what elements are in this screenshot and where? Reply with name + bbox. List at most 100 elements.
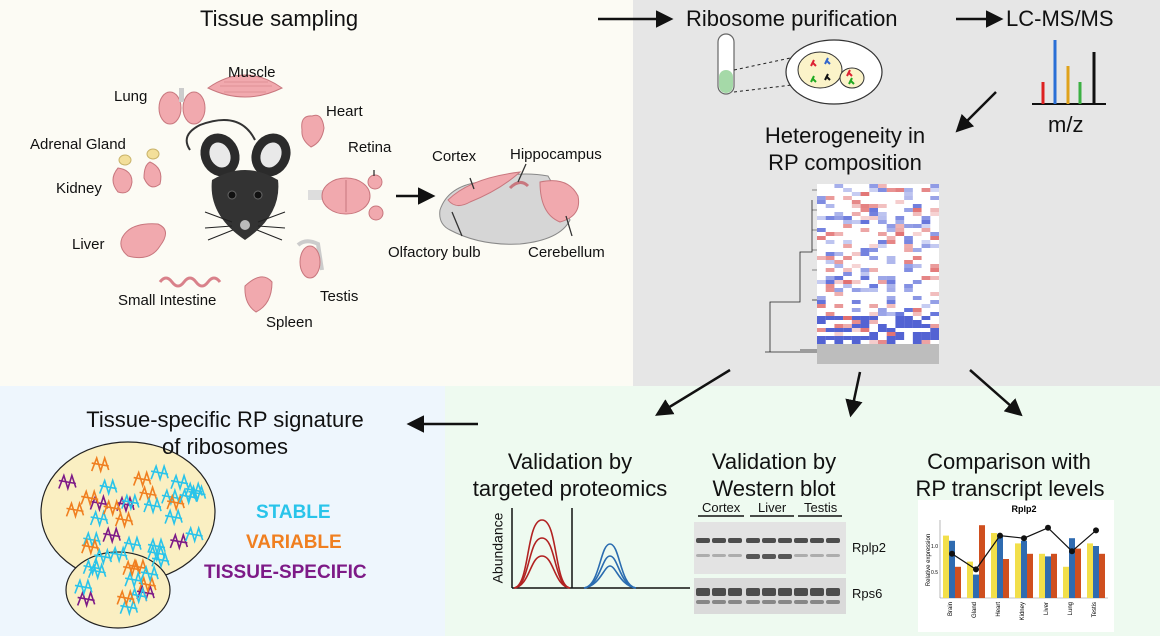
chart-bar [1087,543,1093,598]
chart-xtick: Heart [996,602,1002,617]
heart-organ [301,114,325,148]
label-hippocampus: Hippocampus [510,146,602,163]
chart-ytick: 1.0 [931,544,938,550]
chart-bar [955,566,961,598]
mz-label: m/z [1048,112,1084,137]
lung-organ [158,88,206,125]
chart-bar [1051,553,1057,598]
proteomics-title-1: Validation by [507,449,633,474]
chart-bar [1003,559,1009,598]
small-intestine-organ [158,276,222,288]
lane-cortex: Cortex [702,500,741,515]
lane-liver: Liver [758,500,787,515]
arrow-to-comparison [969,369,1023,417]
label-spleen: Spleen [266,314,313,331]
chart-xtick: Testis [1092,602,1098,617]
label-muscle: Muscle [228,64,276,81]
mouse-icon [185,119,291,241]
chart-xtick: Lung [1068,602,1074,615]
signature-title-2: of ribosomes [162,434,288,459]
arrow-to-western [845,371,863,418]
comparison-title-2: RP transcript levels [915,476,1105,501]
label-lung: Lung [114,88,148,105]
chart-bar [997,535,1003,598]
chart-point [1093,527,1099,534]
lane-testis: Testis [804,500,838,515]
band-rplp2: Rplp2 [852,540,886,555]
testis-organ [296,239,324,279]
tube-icon [717,33,735,95]
label-heart: Heart [326,103,363,120]
adrenal-organ [118,148,160,166]
purification-title: Ribosome purification [686,6,898,31]
chart-point [997,532,1003,539]
chart-xtick: Brain [948,602,954,616]
chart-ylabel: Relative expression [926,534,932,586]
stable-label: STABLE [256,502,331,523]
chart-bar [1099,553,1105,598]
chart-bar [973,574,979,598]
chart-bar [1039,553,1045,598]
chart-bar [1075,548,1081,598]
label-cerebellum: Cerebellum [528,244,605,261]
chart-bar [1093,546,1099,598]
chart-xtick: Kidney [1020,602,1026,620]
chart-point [1069,548,1075,555]
heterogeneity-title-2: RP composition [768,150,922,175]
chart-point [973,566,979,573]
heterogeneity-title-1: Heterogeneity in [764,123,926,148]
sampling-title: Tissue sampling [200,6,359,31]
chart-point [949,550,955,557]
chart-xtick: Gland [972,602,978,618]
chart-bar [991,533,997,598]
label-small-intestine: Small Intestine [118,292,217,309]
brain-organ [308,170,384,221]
sagittal-brain [439,163,580,245]
muscle-organ [207,74,283,98]
chart-bar [1063,566,1069,598]
comparison-title-1: Comparison with [927,449,1091,474]
heatmap [765,184,939,364]
western-title-1: Validation by [711,449,837,474]
western-title-2: Western blot [712,476,836,501]
signature-title-1: Tissue-specific RP signature [86,407,364,432]
label-cortex: Cortex [432,148,477,165]
western-blot [694,515,846,614]
proteomics-title-2: targeted proteomics [472,476,668,501]
chart-point [1045,524,1051,531]
chart-xtick: Liver [1044,602,1050,615]
chart-bar [967,561,973,598]
variable-label: VARIABLE [246,532,342,553]
chart-bar [1045,556,1051,598]
label-retina: Retina [348,139,392,156]
arrow-to-heterogeneity [955,91,997,133]
chart-point [1021,535,1027,542]
label-olfactory: Olfactory bulb [388,244,481,261]
specific-label: TISSUE-SPECIFIC [204,562,367,583]
chart-title: Rplp2 [1011,504,1036,514]
ribosome-bubble-icon [785,39,883,105]
chart-bar [1069,538,1075,598]
chart-ytick: 0.5 [931,570,938,576]
kidney-organ [112,161,162,194]
chart-bar [1015,543,1021,598]
chart-bar [943,535,949,598]
label-liver: Liver [72,236,105,253]
liver-organ [120,223,166,259]
spleen-organ [244,276,273,313]
label-adrenal: Adrenal Gland [30,136,126,153]
chart-bar [1021,540,1027,598]
label-testis: Testis [320,288,359,305]
band-rps6: Rps6 [852,586,883,601]
arrow-to-proteomics [655,368,731,416]
proteomics-plot [511,508,690,589]
abundance-label: Abundance [489,512,506,584]
chart-bar [949,540,955,598]
ribosome-signature-icon [40,441,216,629]
lcms-title: LC-MS/MS [1006,6,1114,31]
chart-bar [1027,553,1033,598]
mass-spectrum-icon [1032,40,1106,105]
